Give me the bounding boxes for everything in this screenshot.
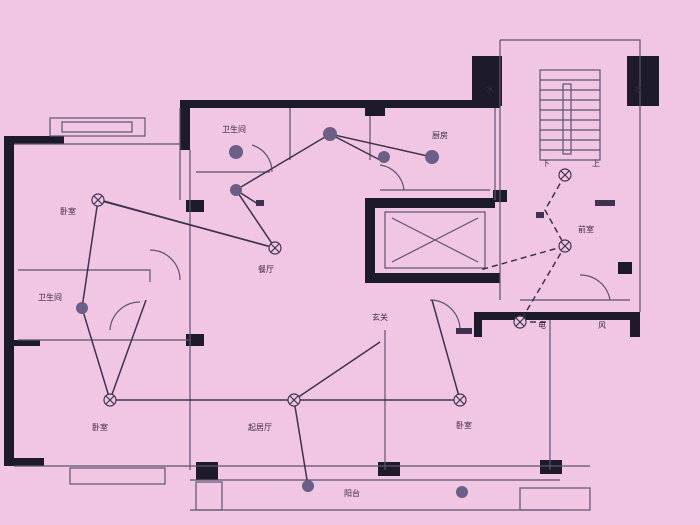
label-stair-up: 上 [592,159,600,168]
ceiling-light-icon [230,184,242,196]
window-bottom-left [69,467,166,485]
ceiling-light-icon [229,145,243,159]
pillar-a [186,200,204,212]
label-bedroom-bottom-left: 卧室 [92,422,108,432]
stair-run [539,69,601,161]
elevator-cross-2 [391,217,479,263]
wire-run-3 [99,199,276,249]
door-swing-3 [251,144,273,173]
switch-icon [595,200,615,206]
label-bathroom-left: 卫生间 [38,292,62,302]
fixtures [76,127,615,498]
lamp-icon [558,168,572,182]
ceiling-light-icon [425,150,439,164]
label-bedroom-bottom-right: 卧室 [456,420,472,430]
door-swing-6 [579,274,611,301]
room-labels: 卫生间 厨房 卧室 餐厅 卫生间 玄关 卧室 起居厅 卧室 阳台 前室 下 上 … [38,84,642,498]
pillar-f [618,262,632,274]
ceiling-light-icon [378,151,390,163]
label-balcony: 阳台 [344,488,360,498]
window-bottom-right [519,487,591,511]
bottom-left-wall [4,458,44,466]
pillar-e [540,460,562,474]
ceiling-light-icon [302,480,314,492]
top-main-wall [180,100,500,108]
door-swing-5 [429,299,461,331]
label-kitchen: 厨房 [432,130,448,140]
wire-run-8 [431,299,461,401]
label-water-left: 水 [486,84,494,94]
top-left-pillar [180,100,190,150]
stair-bottom-right [630,312,640,337]
top-left-wall [4,136,64,144]
label-dining: 餐厅 [258,265,274,274]
partition-bedroom-bath [18,269,151,282]
stair-wall-left [472,56,502,106]
kitchen-pillar [365,100,385,116]
stair-handrail [562,83,572,155]
lamp-icon [287,393,301,407]
lamp-icon [91,193,105,207]
wire-run-1 [97,133,433,250]
wire-run-6 [293,341,381,401]
label-foyer: 玄关 [372,312,388,322]
stair-bottom-wall [474,312,639,320]
left-outer-wall [4,136,14,466]
dashed-wire-2 [479,245,566,271]
elevator-shaft [384,211,486,269]
label-anteroom: 前室 [578,224,594,234]
lamp-icon [513,315,527,329]
label-bedroom-left: 卧室 [60,206,76,216]
switch-icon [536,212,544,218]
core-top-wall [365,198,495,208]
label-electric: 电 [538,320,546,330]
ceiling-light-icon [76,302,88,314]
lamp-icon [558,239,572,253]
label-bathroom-top: 卫生间 [222,124,246,134]
door-swing-1 [149,249,181,281]
door-swing-4 [379,164,405,191]
lamp-icon [268,241,282,255]
wire-run-4 [329,133,381,161]
dashed-wire-1 [519,174,566,323]
core-left-wall [365,198,375,283]
bath-bottom-wall [4,340,40,346]
stair-outline [500,39,641,312]
label-stair-down: 下 [542,159,550,168]
ceiling-light-icon [323,127,337,141]
door-swing-2 [109,301,141,331]
ceiling-light-icon [456,486,468,498]
core-bottom-wall [365,273,500,283]
stair-bottom-left [474,312,482,337]
stair-wall-right [627,56,659,106]
label-wind: 风 [598,321,606,330]
wire-run-2 [81,199,147,403]
switch-icon [456,328,472,334]
window-top-left [49,117,146,137]
lamp-icon [103,393,117,407]
balcony-fixture [195,481,223,511]
pillar-d [378,462,400,476]
pillar-c [196,462,218,480]
label-living-room: 起居厅 [248,423,272,432]
switch-icon [256,200,264,206]
wire-run-7 [293,399,309,487]
partitions [14,39,641,511]
lamp-icon [453,393,467,407]
window-top-left-inner [61,121,133,133]
label-water-right: 水 [634,84,642,94]
